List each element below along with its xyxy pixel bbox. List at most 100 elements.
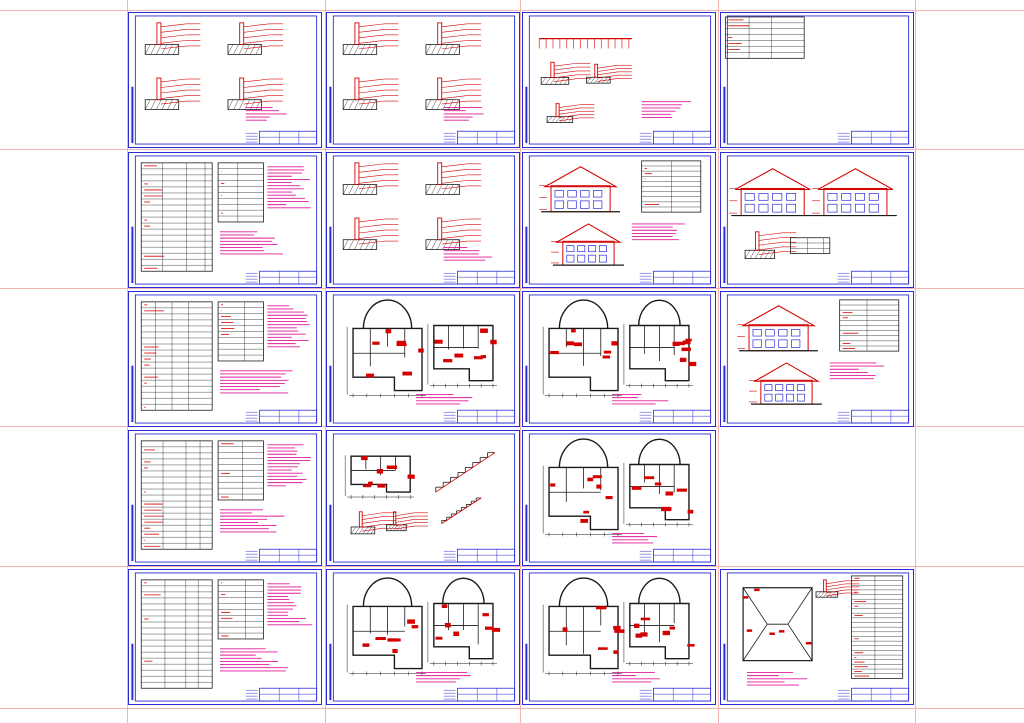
elevation-window	[868, 203, 879, 213]
detail-hatch	[744, 250, 751, 259]
sheet-drawing	[131, 15, 318, 145]
sheet-inner-frame	[134, 433, 318, 563]
plan-annotation	[418, 348, 424, 353]
detail-leader	[559, 117, 581, 122]
drawing-sheet-table	[128, 291, 322, 427]
detail-hatch	[348, 99, 354, 110]
elevation-window	[855, 193, 865, 201]
detail-leader	[554, 66, 577, 71]
detail-leader	[441, 23, 468, 28]
plan-outer-wall	[433, 324, 494, 382]
detail-leader	[826, 592, 846, 597]
plan-bay-wall	[638, 299, 681, 326]
plan-annotation	[402, 371, 413, 376]
detail-hatch	[830, 591, 836, 598]
detail-slab	[425, 44, 460, 55]
roof-hip	[787, 623, 813, 661]
drawing-sheet-section	[720, 152, 914, 288]
detail-leader	[441, 29, 468, 33]
drawing-sheet-elevation-details	[522, 12, 716, 148]
drawing-sheet-plan	[326, 291, 520, 427]
elevation-window	[855, 203, 865, 213]
drawing-sheet-table	[128, 430, 322, 566]
sheet-inner-frame	[528, 294, 712, 424]
detail-hatch	[554, 77, 561, 85]
detail-wall	[156, 22, 162, 45]
elevation-roof	[752, 362, 821, 382]
plan-annotation	[681, 347, 691, 352]
plan-annotation	[484, 626, 494, 630]
sheet-inner-frame	[726, 572, 910, 702]
detail-hatch	[233, 44, 239, 55]
roof-hip	[787, 587, 813, 625]
plan-annotation	[573, 342, 582, 347]
plan-annotation	[454, 353, 464, 358]
detail-hatch	[396, 524, 402, 531]
detail-hatch	[172, 99, 179, 110]
detail-hatch	[365, 44, 371, 55]
detail-hatch	[370, 184, 377, 195]
detail-hatch	[550, 77, 556, 85]
sheet-inner-frame	[528, 433, 712, 563]
plan-annotation	[592, 475, 602, 479]
plan-annotation	[480, 328, 488, 333]
detail-leader	[358, 100, 385, 105]
sheet-drawing	[525, 15, 712, 145]
detail-leader	[597, 71, 619, 76]
plan-annotation	[385, 329, 392, 334]
elevation-window	[593, 190, 603, 198]
plan-annotation	[361, 456, 368, 461]
detail-hatch	[359, 239, 366, 250]
plan-annotation	[580, 518, 589, 523]
detail-hatch	[425, 184, 432, 195]
detail-hatch	[425, 99, 432, 110]
elevation-window	[765, 339, 775, 348]
detail-hatch	[238, 44, 245, 55]
detail-leader	[395, 525, 415, 530]
drawing-sheet-details	[326, 152, 520, 288]
elevation-window	[772, 193, 783, 201]
title-block	[457, 548, 516, 563]
drawing-sheet-notes	[720, 12, 914, 148]
plan-annotation	[679, 357, 687, 362]
plan-annotation	[665, 491, 674, 496]
elevation-window	[764, 384, 773, 392]
detail-hatch	[238, 99, 245, 110]
detail-wall	[354, 22, 360, 45]
drawing-sheet-elevation	[522, 152, 716, 288]
detail-hatch	[145, 99, 151, 110]
elevation-window	[786, 393, 795, 402]
detail-hatch	[150, 44, 156, 55]
detail-slab	[425, 184, 460, 195]
plan-bay-wall	[442, 577, 485, 604]
drawing-sheet-stairs	[326, 430, 520, 566]
detail-leader	[826, 580, 846, 585]
elevation-window	[791, 329, 801, 337]
detail-hatch	[167, 44, 173, 55]
title-block	[259, 687, 318, 702]
plan-annotation	[633, 623, 640, 628]
drawing-sheet-roof-plan	[720, 569, 914, 705]
detail-wall	[239, 22, 245, 45]
detail-hatch	[402, 524, 409, 531]
detail-leader	[358, 235, 385, 239]
plan-annotation	[587, 477, 594, 482]
title-block	[259, 409, 318, 424]
detail-hatch	[161, 99, 168, 110]
sheet-drawing	[723, 15, 910, 145]
detail-wall	[823, 579, 827, 593]
detail-leader	[597, 74, 619, 79]
elevation-window	[775, 384, 784, 392]
roof-annotation	[769, 632, 775, 635]
detail-hatch	[359, 99, 366, 110]
detail-wall	[239, 77, 245, 101]
detail-leader	[243, 23, 270, 28]
detail-hatch	[156, 44, 162, 55]
plan-annotation	[362, 484, 372, 488]
elevation-window	[764, 393, 773, 402]
elevation-window	[786, 193, 796, 201]
elevation-roof	[741, 305, 817, 327]
elevation-window	[778, 329, 788, 337]
detail-leader	[358, 218, 385, 223]
elevation-window	[580, 200, 590, 209]
